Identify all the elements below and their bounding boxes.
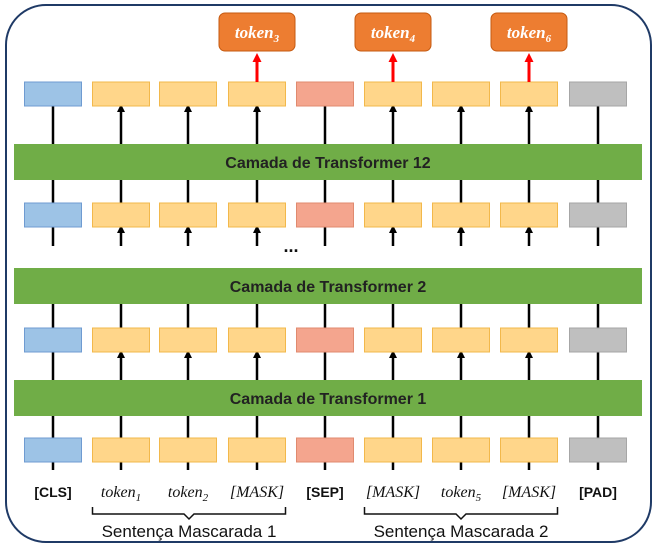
token-embedding-box — [364, 81, 422, 107]
token-embedding-box — [500, 81, 558, 107]
token-embedding-box — [159, 327, 217, 353]
sep-embedding-box — [296, 81, 354, 107]
transformer-layer-label: Camada de Transformer 1 — [230, 391, 427, 408]
mask-token-label: [MASK] — [230, 484, 284, 501]
token-embedding-box — [432, 202, 490, 228]
token-embedding-box — [500, 437, 558, 463]
sentence-brace — [91, 507, 287, 521]
token-embedding-box — [432, 437, 490, 463]
token-embedding-box — [159, 437, 217, 463]
sep-token-label: [SEP] — [306, 484, 343, 500]
input-token-label: token5 — [441, 484, 482, 504]
pad-embedding-box — [569, 81, 627, 107]
predicted-tokens: token3 token4 token6 — [218, 12, 568, 82]
transformer-layer-label: Camada de Transformer 12 — [225, 155, 431, 172]
sentence-group-label: Sentença Mascarada 1 — [102, 522, 277, 541]
token-embedding-box — [228, 437, 286, 463]
pad-embedding-box — [569, 437, 627, 463]
token-embedding-box — [92, 81, 150, 107]
token-embedding-box — [159, 202, 217, 228]
sep-embedding-box — [296, 327, 354, 353]
cls-embedding-box — [24, 81, 82, 107]
token-embedding-box — [92, 202, 150, 228]
token-embedding-box — [432, 81, 490, 107]
predicted-token-label: token3 — [235, 23, 280, 45]
sentence-brace — [363, 507, 559, 521]
cls-token-label: [CLS] — [34, 484, 71, 500]
connectors — [51, 104, 600, 470]
token-embedding-box — [228, 327, 286, 353]
transformer-layer-label: Camada de Transformer 2 — [230, 279, 427, 296]
cls-embedding-box — [24, 437, 82, 463]
transformer-layers: Camada de Transformer 12 Camada de Transf… — [14, 144, 642, 416]
transformer-layer-bar — [14, 144, 642, 180]
token-embeddings — [24, 81, 627, 463]
sentence-groups: Sentença Mascarada 1 Sentença Mascarada 2 — [91, 507, 559, 541]
token-embedding-box — [92, 327, 150, 353]
sep-embedding-box — [296, 202, 354, 228]
mask-token-label: [MASK] — [502, 484, 556, 501]
input-token-label: token1 — [101, 484, 141, 504]
transformer-layer-bar — [14, 268, 642, 304]
predicted-token-label: token6 — [507, 23, 552, 45]
predicted-token-box — [218, 12, 296, 52]
token-embedding-box — [159, 81, 217, 107]
predicted-token-label: token4 — [371, 23, 416, 45]
ellipsis: ... — [283, 236, 298, 256]
input-labels: [CLS] token1 token2 [MASK] [SEP] [MASK] token5… — [34, 484, 617, 504]
token-embedding-box — [92, 437, 150, 463]
pad-embedding-box — [569, 202, 627, 228]
predicted-token-box — [490, 12, 568, 52]
token-embedding-box — [364, 437, 422, 463]
mask-token-label: [MASK] — [366, 484, 420, 501]
predicted-token-box — [354, 12, 432, 52]
token-embedding-box — [364, 327, 422, 353]
sentence-group-label: Sentença Mascarada 2 — [374, 522, 549, 541]
token-embedding-box — [500, 202, 558, 228]
token-embedding-box — [228, 81, 286, 107]
input-token-label: token2 — [168, 484, 209, 504]
token-embedding-box — [364, 202, 422, 228]
token-embedding-box — [228, 202, 286, 228]
pad-token-label: [PAD] — [579, 484, 617, 500]
token-embedding-box — [432, 327, 490, 353]
token-embedding-box — [500, 327, 558, 353]
cls-embedding-box — [24, 202, 82, 228]
transformer-layer-bar — [14, 380, 642, 416]
sep-embedding-box — [296, 437, 354, 463]
pad-embedding-box — [569, 327, 627, 353]
cls-embedding-box — [24, 327, 82, 353]
